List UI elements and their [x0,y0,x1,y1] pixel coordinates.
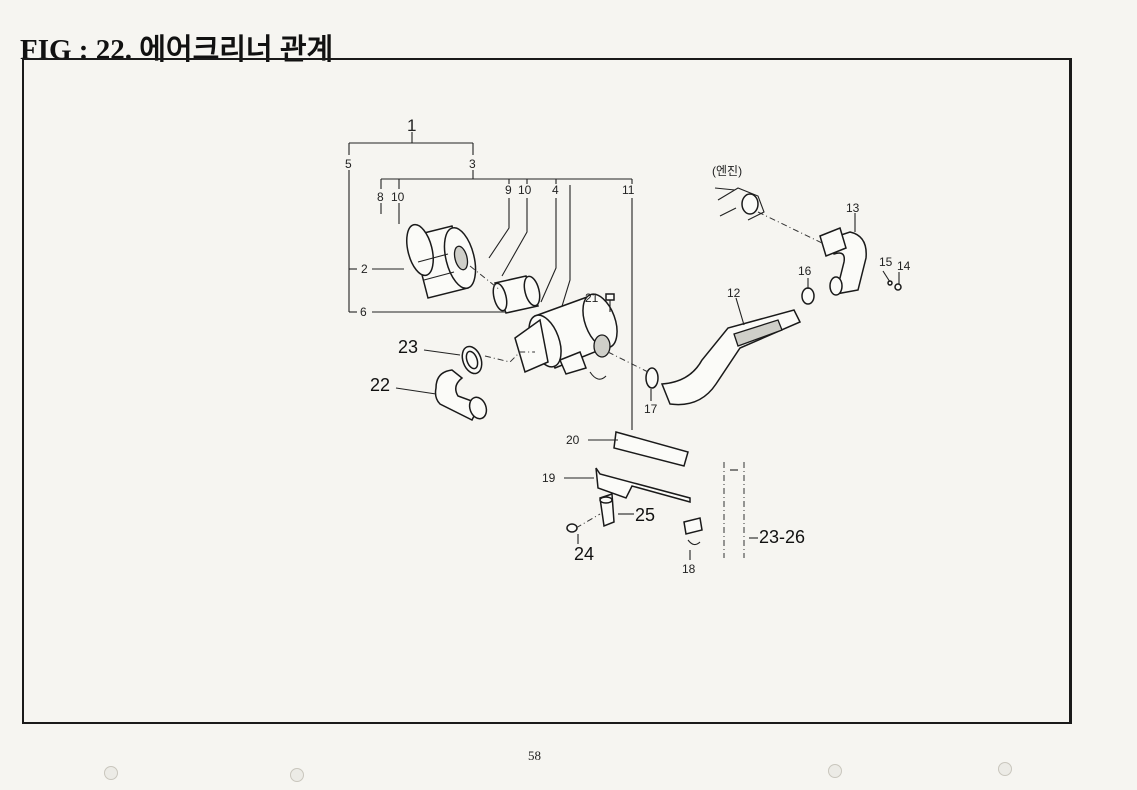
label-5: 5 [345,157,352,171]
page-number: 58 [528,748,541,763]
label-16: 16 [798,264,812,278]
label-22: 22 [370,375,390,395]
binder-hole-mark [828,764,842,778]
label-21: 21 [585,291,599,305]
filter-element [469,265,541,314]
label-23-26: 23-26 [759,527,805,547]
hose-and-clamp [395,345,535,422]
label-4: 4 [552,183,559,197]
label-9: 9 [505,183,512,197]
engine-pipe [757,211,902,296]
air-cleaner-body [514,293,618,380]
label-10-right: 10 [518,183,532,197]
binder-hole-mark [104,766,118,780]
binder-hole-mark [998,762,1012,776]
label-13: 13 [846,201,860,215]
label-6: 6 [360,305,367,319]
label-2: 2 [361,262,368,276]
label-23: 23 [398,337,418,357]
intake-duct [607,278,815,406]
label-11: 11 [622,183,635,197]
label-10-left: 10 [391,190,405,204]
precleaner-drum [406,223,477,299]
frame-rails [723,462,758,558]
part-labels: 1 5 3 8 10 9 10 4 11 2 6 21 23 22 17 12 … [345,116,911,576]
label-19: 19 [542,471,556,485]
mounting-bracket [564,431,703,560]
label-15: 15 [879,255,893,269]
assembly-tree-lines [348,132,633,430]
label-20: 20 [566,433,580,447]
diagram-frame [22,58,1072,724]
label-1: 1 [407,116,416,135]
engine-note: (엔진) [712,164,742,178]
label-8: 8 [377,190,384,204]
label-17: 17 [644,402,658,416]
label-18: 18 [682,562,696,576]
label-12: 12 [727,286,741,300]
label-3: 3 [469,157,476,171]
label-14: 14 [897,259,911,273]
figure-title: FIG : 22. 에어크리너 관계 [20,34,334,66]
engine-fragment [714,187,765,221]
label-24: 24 [574,544,594,564]
binder-hole-mark [290,768,304,782]
label-25: 25 [635,505,655,525]
